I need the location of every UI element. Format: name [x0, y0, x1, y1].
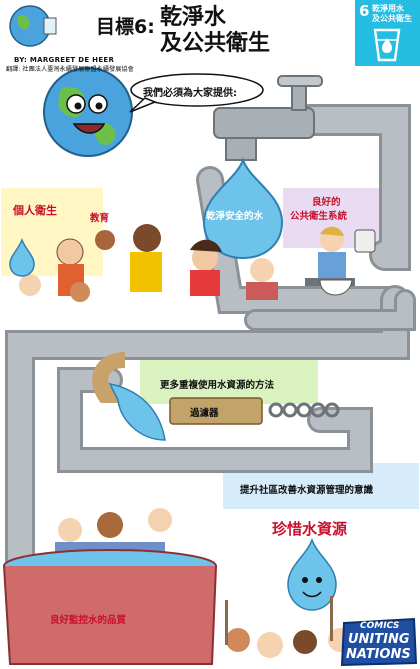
children-group [9, 224, 376, 302]
faucet [213, 75, 323, 161]
crowd-bottom [225, 596, 392, 658]
title-line-2: 及公共衛生 [160, 31, 271, 56]
filter-machine [92, 352, 340, 425]
logo-line-2: UNITING [348, 632, 410, 647]
earth-character [43, 67, 133, 157]
sdg-name-line-1: 乾淨用水 [372, 4, 404, 13]
label-cherish-water: 珍惜水資源 [272, 520, 348, 538]
sdg-name: 乾淨用水 及公共衛生 [372, 4, 412, 23]
comics-uniting-nations-logo: COMICS UNITING NATIONS [340, 617, 418, 667]
water-tub [3, 549, 217, 665]
label-education: 教育 [90, 213, 110, 224]
speech-bubble-text: 我們必須為大家提供: [143, 88, 237, 99]
label-sanitation-line-2: 公共衛生系統 [290, 211, 348, 222]
drop-character [287, 537, 337, 611]
goal-number: 目標6: [96, 16, 155, 38]
label-community-awareness: 提升社區改善水資源管理的意識 [240, 485, 374, 496]
sdg-number: 6 [359, 2, 370, 20]
label-personal-hygiene: 個人衛生 [13, 204, 57, 217]
logo-badge-shape [340, 617, 418, 667]
label-clean-water: 乾淨安全的水 [206, 211, 264, 222]
label-sanitation-line-1: 良好的 [312, 197, 341, 208]
logo-line-3: NATIONS [346, 647, 411, 662]
label-filter: 過濾器 [190, 408, 219, 419]
water-drop [202, 156, 284, 260]
translation-credit: 翻譯: 社團法人臺灣永續發展聯盟永續發展協會 [6, 66, 134, 73]
label-water-quality: 良好監控水的品質 [50, 615, 127, 626]
adults-group [55, 508, 172, 556]
title-line-1: 乾淨水 [160, 5, 227, 30]
small-earth-drinking [9, 5, 57, 47]
water-splash [108, 382, 166, 441]
label-reuse: 更多重複使用水資源的方法 [160, 380, 275, 391]
logo-line-1: COMICS [360, 621, 400, 631]
sdg-badge: 6 乾淨用水 及公共衛生 [355, 0, 420, 66]
sdg-name-line-2: 及公共衛生 [372, 13, 412, 23]
water-glass-icon [373, 28, 401, 62]
pipe-network [5, 104, 416, 575]
speech-bubble [129, 73, 264, 113]
byline: BY: MARGREET DE HEER [14, 56, 115, 64]
